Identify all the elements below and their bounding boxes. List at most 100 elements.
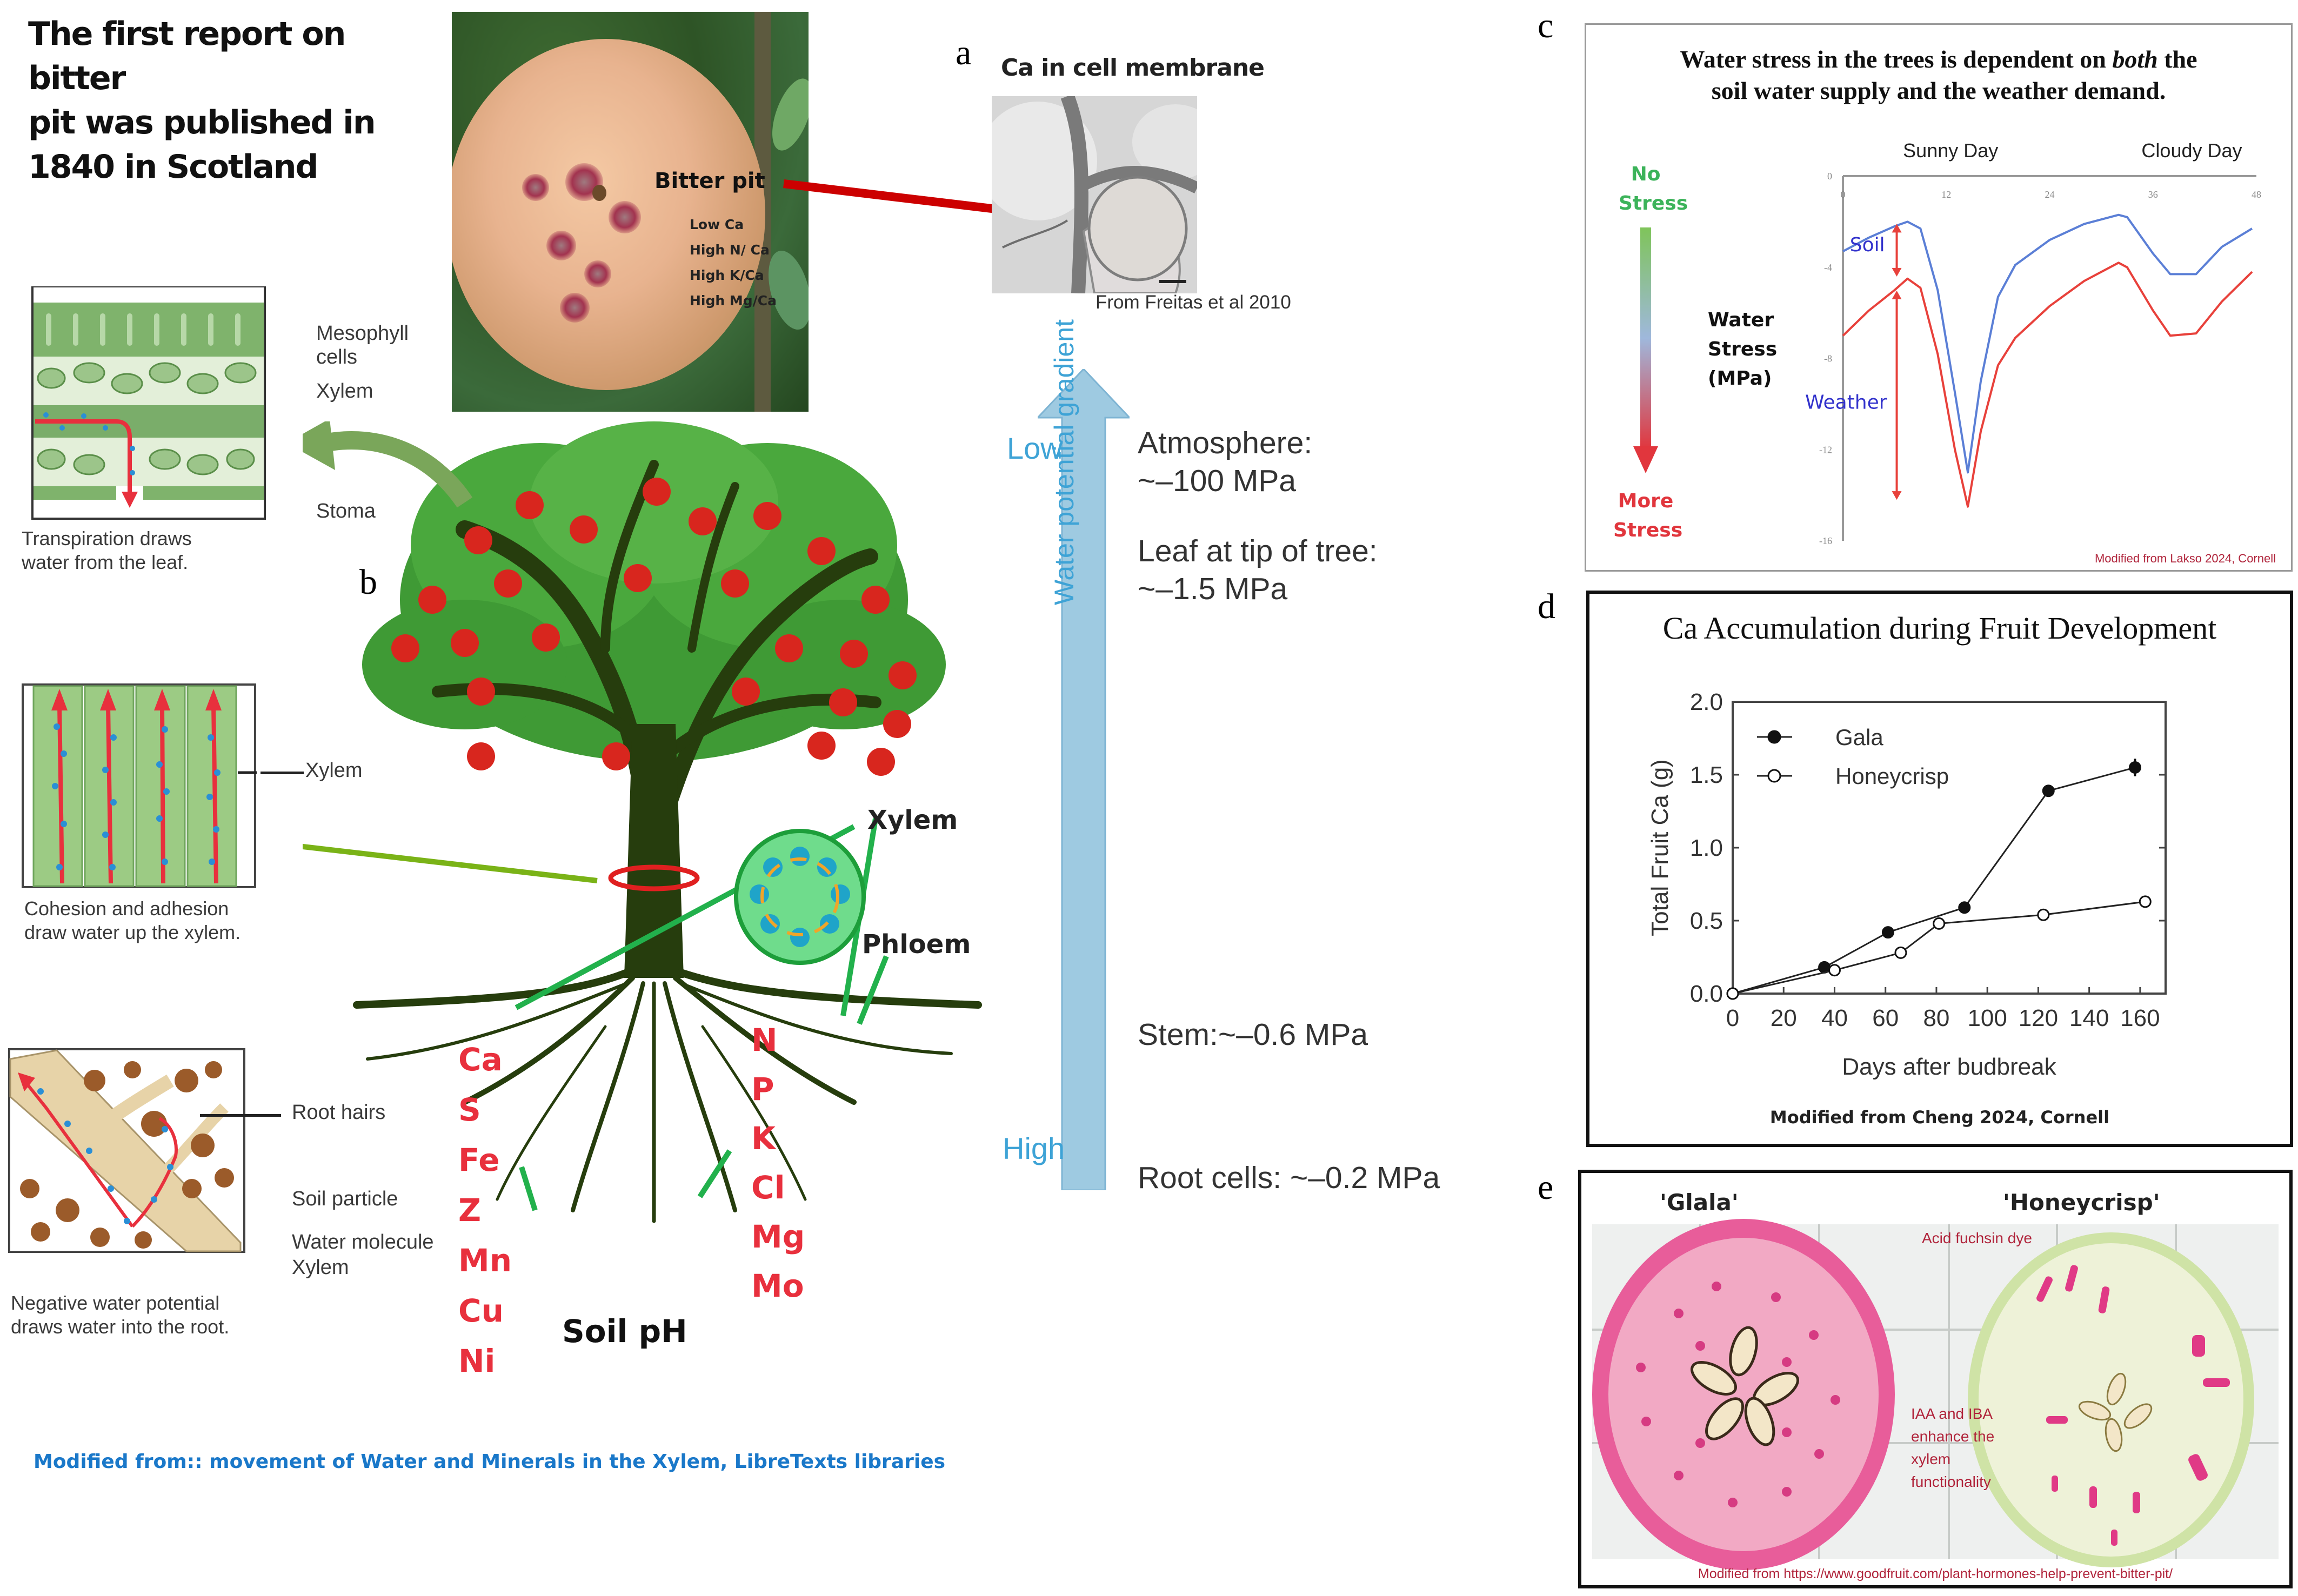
mineral-label: P [751, 1071, 774, 1108]
stem-cross-section [734, 829, 866, 965]
arrowhead-icon [1892, 267, 1902, 277]
legend-marker [1767, 730, 1781, 744]
apple-fruit-icon [807, 732, 836, 760]
stress-gradient-arrow-icon [1633, 227, 1658, 473]
panel-letter-e: e [1538, 1168, 1554, 1207]
x-tick-label: 80 [1923, 1005, 1949, 1031]
y-tick-label: -16 [1819, 535, 1832, 546]
y-tick-label: 0.0 [1690, 981, 1723, 1007]
mineral-label: Cu [458, 1292, 504, 1329]
bitter-pit-label: Bitter pit [654, 169, 765, 193]
x-tick-label: 60 [1872, 1005, 1899, 1031]
mineral-label: Mn [458, 1242, 512, 1279]
y-axis-label-line: Water [1708, 309, 1774, 331]
low-potential-label: Low [1007, 431, 1063, 465]
panel-letter-b: b [359, 562, 377, 602]
mineral-label: S [458, 1091, 481, 1128]
stem-xylem-label: Xylem [305, 759, 363, 782]
x-tick-label: 24 [2045, 189, 2055, 200]
hormone-note: IAA and IBA enhance the xylem functional… [1911, 1403, 1994, 1493]
x-tick-label: 20 [1771, 1005, 1797, 1031]
data-point-honeycrisp [1828, 964, 1841, 977]
data-point-honeycrisp [2139, 895, 2152, 908]
x-tick-label: 100 [1967, 1005, 2007, 1031]
scale-label-line: More [1618, 490, 1674, 512]
panel-a-title: Ca in cell membrane [1001, 54, 1265, 82]
data-point-gala [1958, 901, 1971, 914]
bitter-pit-spot [609, 201, 641, 233]
apple-fruit-icon [602, 742, 630, 770]
mineral-label: K [751, 1120, 776, 1157]
y-axis-label: Total Fruit Ca (g) [1647, 759, 1673, 936]
apple-fruit-icon [391, 634, 419, 662]
apple-fruit-icon [689, 507, 717, 535]
data-point-honeycrisp [2037, 908, 2050, 921]
bitter-pit-apple-photo: Bitter pit Low Ca High N/ Ca High K/Ca H… [452, 12, 809, 412]
apple-fruit-icon [753, 502, 781, 530]
intro-title: The first report on bitter pit was publi… [28, 12, 439, 189]
data-point-honeycrisp [1726, 987, 1739, 1000]
apple-fruit-icon [624, 564, 652, 592]
scale-label-line: Stress [1613, 519, 1683, 541]
x-tick-label: 140 [2069, 1005, 2109, 1031]
caption-line: Negative water potential [11, 1292, 220, 1314]
factor-item: Low Ca [690, 217, 744, 232]
legend-marker [1767, 769, 1781, 783]
mineral-label: N [751, 1022, 778, 1058]
soil-annotation: Soil [1850, 234, 1885, 256]
apple-calyx [592, 185, 606, 201]
high-potential-label: High [1003, 1131, 1065, 1165]
panel-d-ca-accumulation-chart: Ca Accumulation during Fruit Development… [1586, 591, 2293, 1147]
bitter-pit-spot [560, 293, 590, 323]
factor-item: High N/ Ca [690, 242, 770, 258]
panel-letter-a: a [956, 33, 972, 72]
x-tick-label: 0 [1726, 1005, 1739, 1031]
panel-c-water-stress-chart: Water stress in the trees is dependent o… [1585, 23, 2293, 572]
note-line: IAA and IBA [1911, 1405, 1993, 1422]
y-tick-label: 1.0 [1690, 835, 1723, 861]
apple-fruit-icon [883, 710, 911, 738]
connector-line [697, 1149, 732, 1198]
apple-fruit-icon [451, 629, 479, 657]
apple-tree-illustration [303, 421, 982, 1223]
apple-fruit-icon [532, 623, 560, 652]
y-axis-label: Water Stress (MPa) [1708, 306, 1777, 393]
level-atmosphere: Atmosphere: ~–100 MPa [1138, 424, 1312, 500]
mesophyll-label: Mesophyll cells [316, 321, 409, 369]
factor-item: High K/Ca [690, 267, 764, 283]
data-point-gala [1881, 926, 1894, 939]
period-label-cloudy: Cloudy Day [2141, 139, 2242, 162]
panel-b-source: Modified from:: movement of Water and Mi… [34, 1451, 946, 1473]
connector-line [519, 1166, 538, 1211]
root-xylem-label: Xylem [292, 1256, 349, 1279]
root-hairs-label: Root hairs [292, 1101, 386, 1124]
mineral-label: Z [458, 1192, 482, 1229]
y-tick-label: 2.0 [1690, 689, 1723, 715]
apple-fruit-icon [570, 515, 598, 544]
level-value: ~–100 MPa [1138, 464, 1297, 498]
apple-fruit-icon [867, 748, 895, 776]
y-tick-label: -4 [1824, 262, 1832, 273]
leaf-xylem-label: Xylem [316, 380, 373, 403]
mesophyll-label-line: cells [316, 346, 358, 368]
apple-fruit-icon [467, 678, 495, 706]
bitter-pit-spot [584, 260, 611, 287]
x-tick-label: 48 [2252, 189, 2261, 200]
bitter-pit-spot [522, 174, 549, 201]
caption-line: Cohesion and adhesion [24, 897, 229, 920]
panel-c-title: Water stress in the trees is dependent o… [1586, 44, 2291, 106]
curved-arrow-head-icon [303, 421, 335, 470]
weather-annotation: Weather [1805, 391, 1887, 413]
mineral-label: Fe [458, 1142, 500, 1178]
x-axis-label: Days after budbreak [1842, 1054, 2056, 1080]
series-line-honeycrisp [1732, 901, 2146, 995]
soil-ph-label: Soil pH [562, 1313, 687, 1350]
phloem-label: Phloem [862, 929, 971, 960]
panel-a-source: From Freitas et al 2010 [1095, 292, 1291, 313]
apple-fruit-icon [418, 586, 446, 614]
legend-label: Honeycrisp [1835, 763, 1949, 789]
data-point-honeycrisp [1894, 946, 1907, 959]
data-point-honeycrisp [1933, 917, 1946, 930]
panel-d-source: Modified from Cheng 2024, Cornell [1769, 1107, 2110, 1128]
